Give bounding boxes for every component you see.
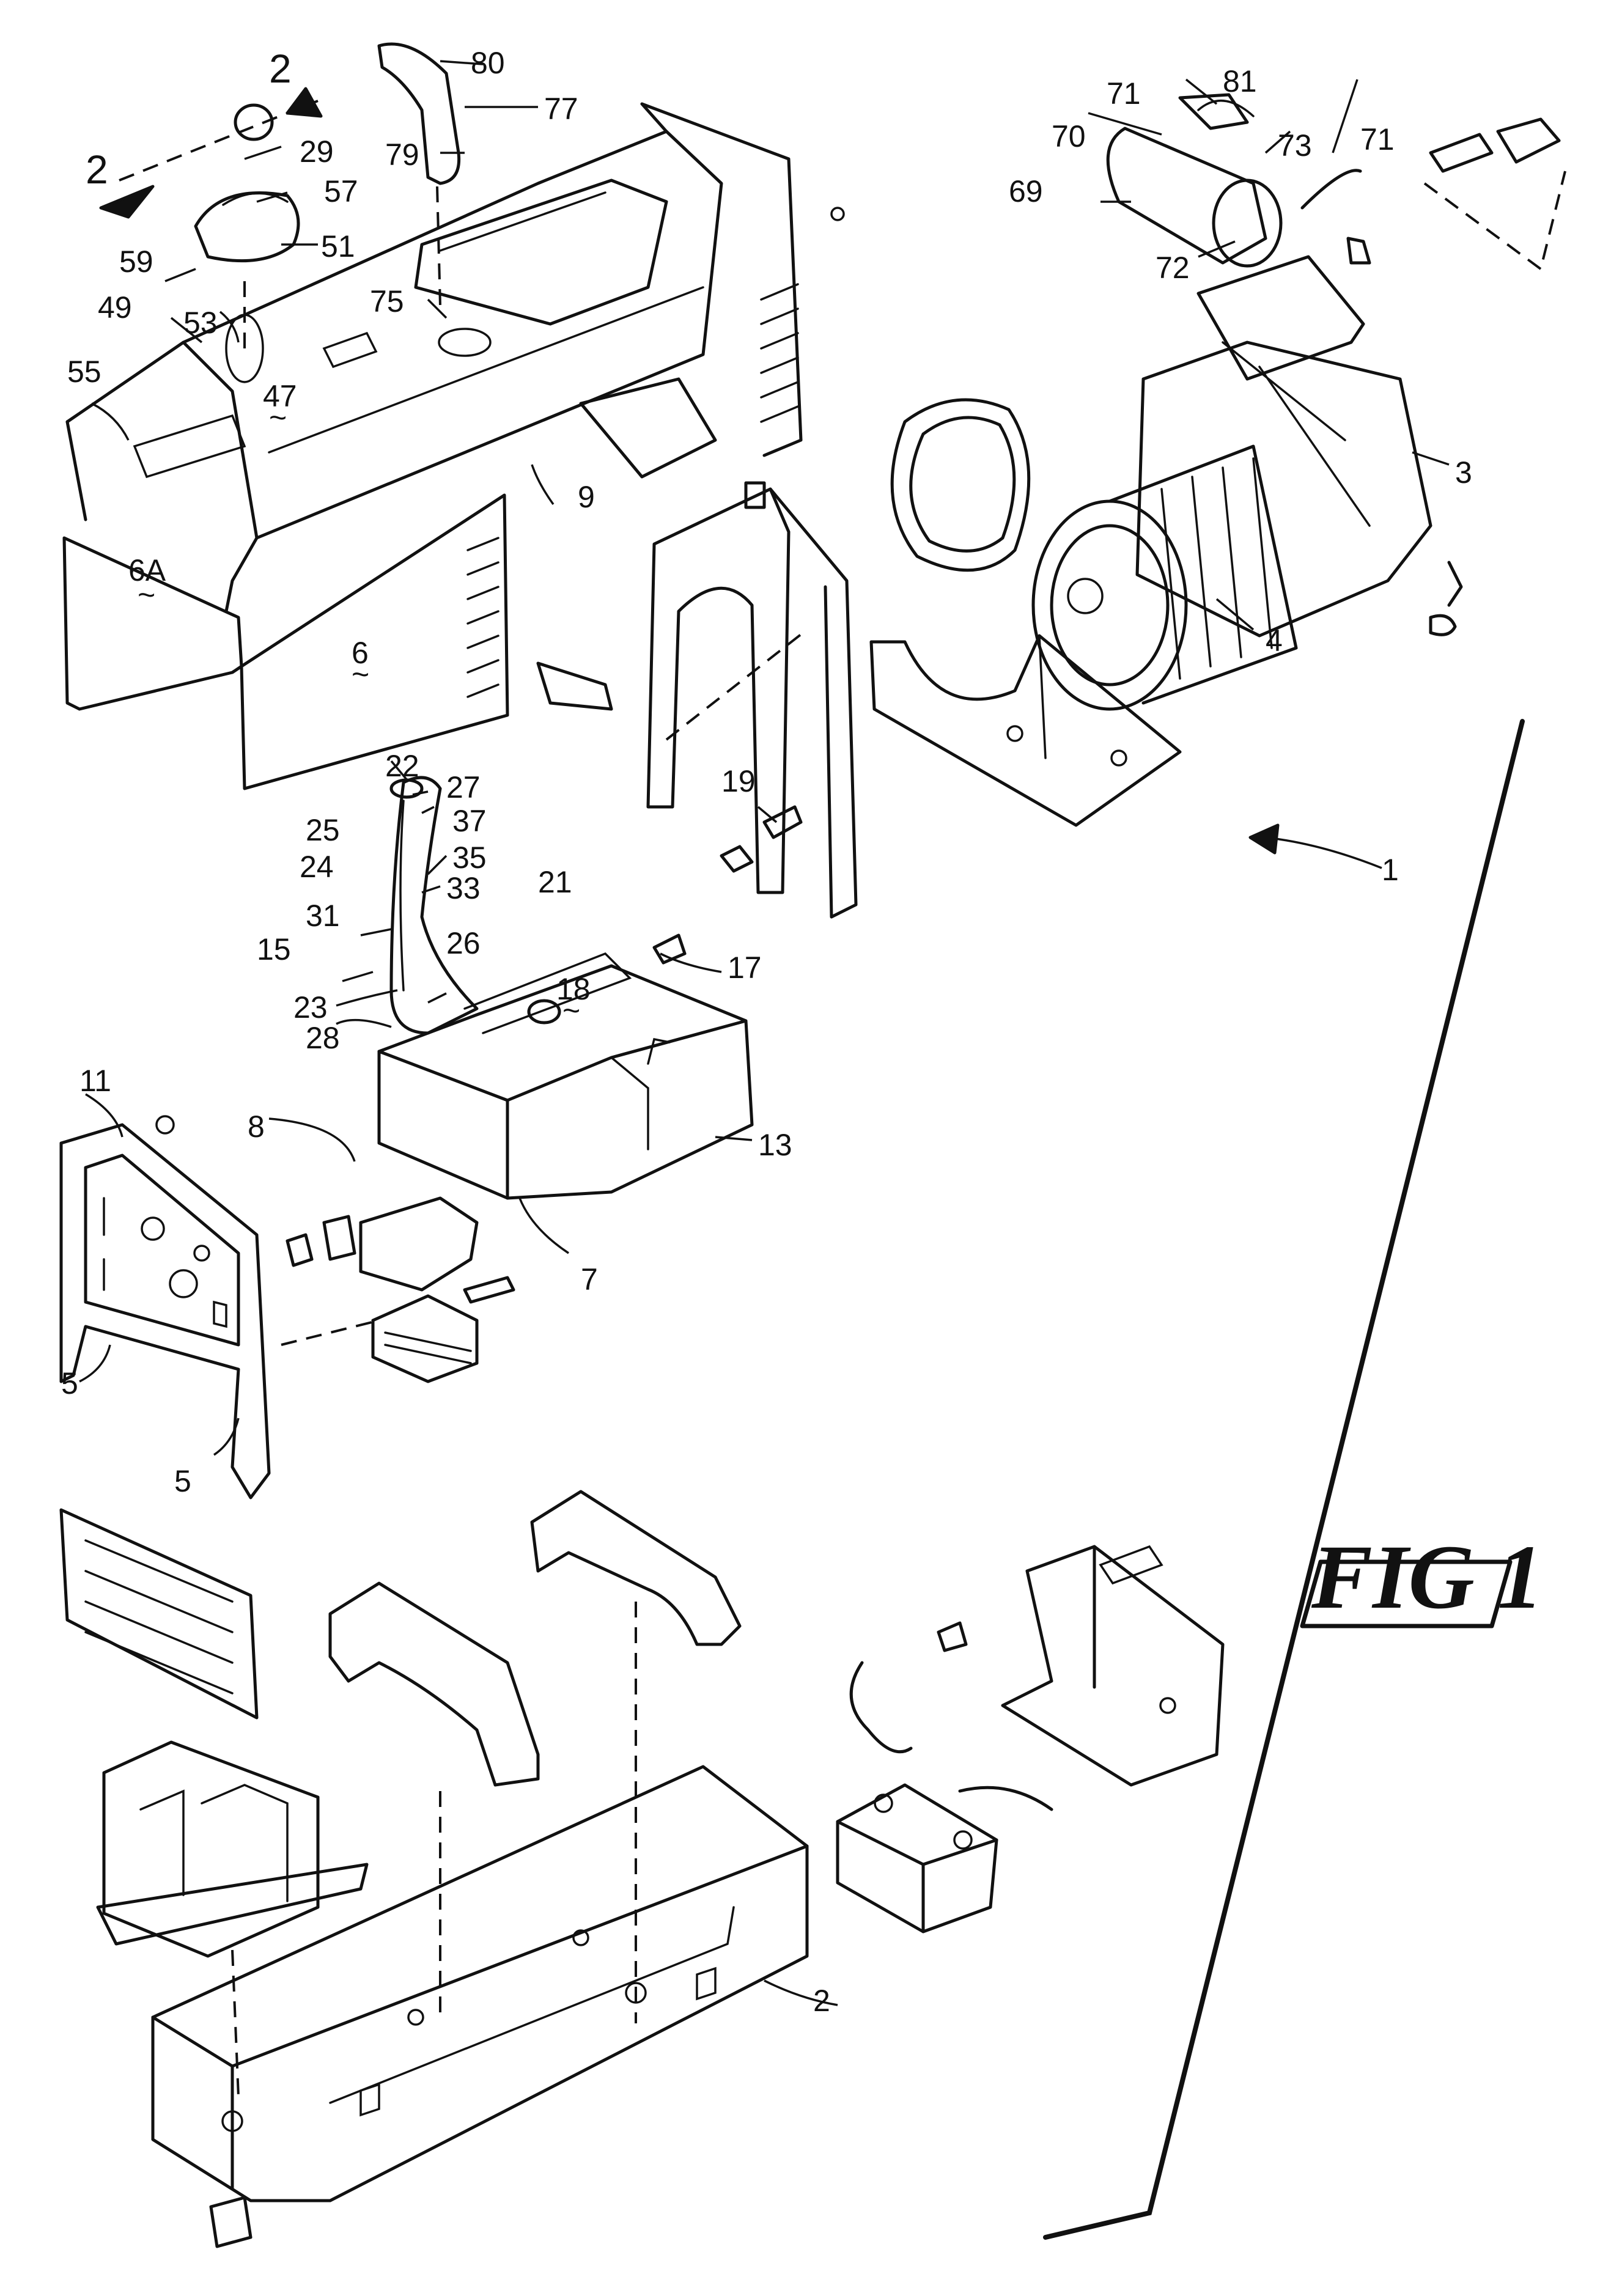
ref-75: 75 [370, 284, 404, 318]
tilde-47: ~ [269, 400, 287, 435]
figure-label: FIG 1 [1300, 1526, 1543, 1628]
tilde-6: ~ [352, 657, 369, 691]
rear-grille [59, 1508, 259, 1720]
ref-11: 11 [79, 1064, 111, 1098]
ref-53: 53 [183, 306, 218, 340]
side-panel-6 [240, 493, 509, 790]
ref-73: 73 [1278, 128, 1312, 163]
battery-tray [1001, 1545, 1225, 1787]
ref-59: 59 [119, 245, 153, 279]
ref-37: 37 [452, 804, 487, 838]
top-cover [65, 102, 845, 613]
battery-cables [849, 1621, 1053, 1811]
fuel-tank [377, 776, 754, 1200]
ref-28: 28 [306, 1021, 340, 1055]
ref-79: 79 [385, 138, 419, 172]
tilde-6a: ~ [138, 578, 155, 612]
exhaust-cap [194, 103, 441, 348]
ref-47: 47 [263, 379, 297, 413]
ref-5-a: 5 [61, 1366, 78, 1400]
generator-saddle [869, 634, 1182, 827]
ref-71-a: 71 [1107, 76, 1141, 111]
ref-19: 19 [721, 764, 756, 798]
fuel-line-parts [652, 805, 803, 965]
generator [1031, 255, 1463, 711]
ref-15: 15 [257, 932, 291, 966]
ref-51: 51 [321, 229, 355, 263]
ref-29: 29 [300, 134, 334, 169]
ref-33: 33 [446, 871, 481, 905]
ref-21: 21 [538, 865, 572, 899]
ref-70: 70 [1052, 119, 1086, 153]
muffler [1106, 93, 1566, 271]
ref-8: 8 [248, 1109, 265, 1144]
ref-77: 77 [544, 92, 578, 126]
ref-13: 13 [758, 1128, 792, 1162]
ref-71-b: 71 [1360, 122, 1395, 156]
ref-22: 22 [385, 749, 419, 783]
ref-2-section-left: 2 [86, 147, 108, 192]
ref-9: 9 [578, 480, 595, 514]
ref-23: 23 [293, 990, 328, 1025]
ref-4: 4 [1266, 624, 1283, 658]
cross-member-right [530, 1490, 742, 1646]
reference-numerals: 2 2 80 77 79 29 57 51 59 49 53 75 55 47 … [61, 46, 1472, 2018]
transformer [96, 1740, 369, 2097]
ref-72: 72 [1156, 251, 1190, 285]
figure-label-text: FIG 1 [1311, 1526, 1543, 1628]
ref-2-section-top: 2 [269, 46, 292, 91]
enclosure-outline [1043, 719, 1525, 2240]
battery [836, 1783, 998, 1934]
ref-18: 18 [556, 972, 591, 1006]
tilde-18: ~ [562, 993, 580, 1028]
ref-27: 27 [446, 770, 481, 804]
coupling-ring [890, 398, 1031, 572]
electrical-components [286, 1196, 515, 1383]
ref-49: 49 [98, 290, 132, 325]
ref-6a: 6A [128, 553, 166, 587]
ref-6: 6 [352, 636, 369, 670]
ref-25: 25 [306, 813, 340, 847]
ref-69: 69 [1009, 174, 1043, 208]
ref-5-b: 5 [174, 1464, 191, 1498]
control-panel [59, 1115, 380, 1499]
leader-lines [79, 60, 1450, 2006]
ref-1: 1 [1382, 853, 1399, 887]
ref-7: 7 [581, 1262, 598, 1297]
ref-26: 26 [446, 926, 481, 960]
ref-2-frame: 2 [813, 1984, 830, 2018]
ref-35: 35 [452, 841, 487, 875]
ref-55: 55 [67, 355, 101, 389]
ref-17: 17 [728, 951, 762, 985]
exhaust-pipe [377, 42, 461, 185]
ref-81: 81 [1223, 64, 1257, 98]
ref-24: 24 [300, 850, 334, 884]
side-panel-6a [62, 536, 243, 711]
ref-31: 31 [306, 899, 340, 933]
ref-80: 80 [471, 46, 505, 80]
ref-57: 57 [324, 174, 358, 208]
section-line [99, 87, 323, 219]
ref-3: 3 [1455, 455, 1472, 490]
cross-member-left [328, 1581, 540, 1787]
engine-bracket [536, 481, 858, 919]
base-frame [151, 1602, 809, 2248]
